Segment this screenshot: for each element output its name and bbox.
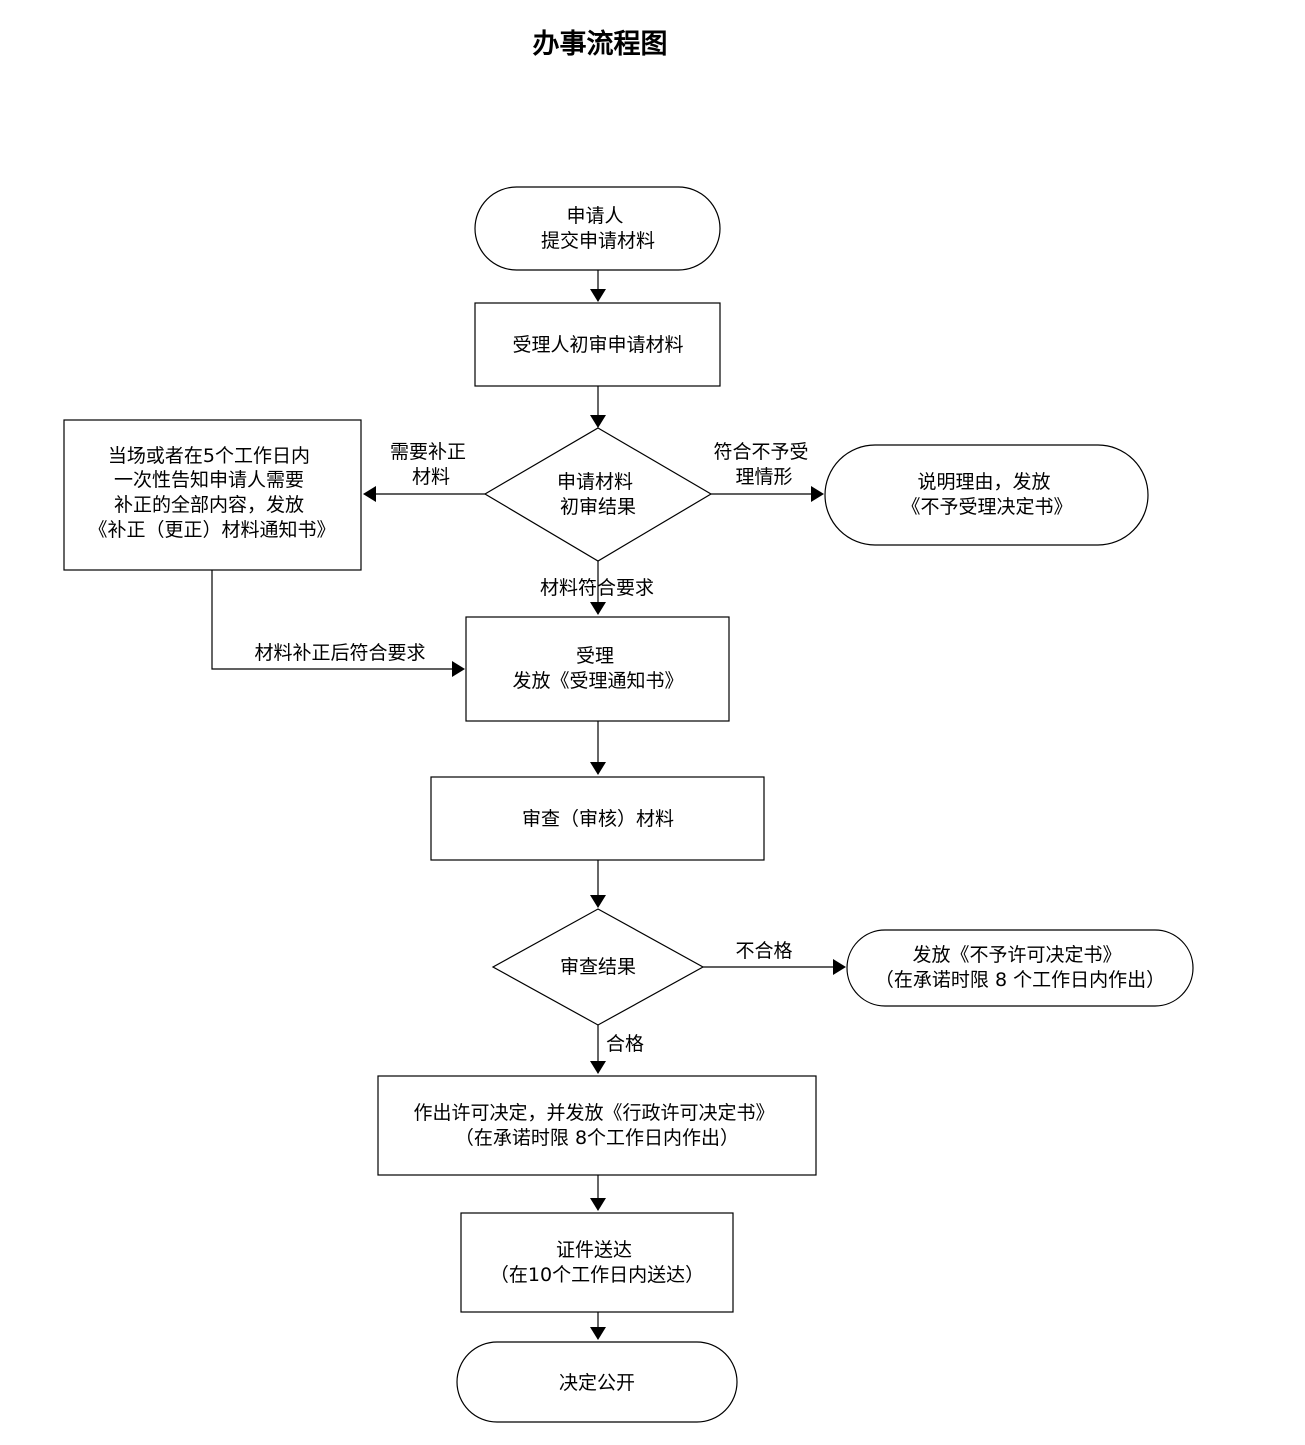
start-text: 申请人 提交申请材料: [541, 205, 655, 252]
connectors: [211, 270, 846, 1340]
label-need-correction: 需要补正 材料: [390, 441, 472, 488]
page-title: 办事流程图: [532, 29, 668, 60]
correction-text: 当场或者在5个工作日内 一次性告知申请人需要 补正的全部内容，发放 《补正（更正…: [88, 445, 335, 541]
rejection-terminator: [824, 444, 1149, 546]
delivery-text: 证件送达 （在10个工作日内送达）: [490, 1239, 704, 1286]
permit-decision-text: 作出许可决定，并发放《行政许可决定书》 （在承诺时限 8个工作日内作出）: [413, 1102, 780, 1149]
label-meets-requirements: 材料符合要求: [540, 577, 654, 599]
examine-box: [430, 776, 765, 861]
label-fail: 不合格: [735, 940, 792, 962]
permit-decision-box: [377, 1075, 817, 1176]
initial-result-text: 申请材料 初审结果: [557, 471, 639, 518]
correction-notice-box: [63, 419, 362, 571]
no-permit-terminator: [846, 929, 1194, 1007]
accept-text: 受理 发放《受理通知书》: [512, 645, 683, 692]
label-pass: 合格: [606, 1033, 644, 1055]
initial-result-decision: [483, 427, 713, 562]
delivery-box: [460, 1212, 734, 1313]
start-terminator: [474, 186, 721, 271]
end-text: 决定公开: [559, 1372, 635, 1394]
rejection-text: 说明理由，发放 《不予受理决定书》: [901, 471, 1072, 518]
label-corrected-ok: 材料补正后符合要求: [254, 642, 425, 664]
end-terminator: [456, 1341, 738, 1423]
initial-review-text: 受理人初审申请材料: [512, 334, 683, 356]
exam-result-decision: [491, 908, 705, 1026]
initial-review-box: [474, 302, 721, 387]
label-meets-rejection: 符合不予受 理情形: [713, 441, 814, 488]
examine-text: 审查（审核）材料: [522, 808, 674, 830]
exam-result-text: 审查结果: [560, 956, 636, 978]
accept-box: [465, 616, 730, 722]
no-permit-text: 发放《不予许可决定书》 （在承诺时限 8 个工作日内作出）: [875, 944, 1165, 991]
